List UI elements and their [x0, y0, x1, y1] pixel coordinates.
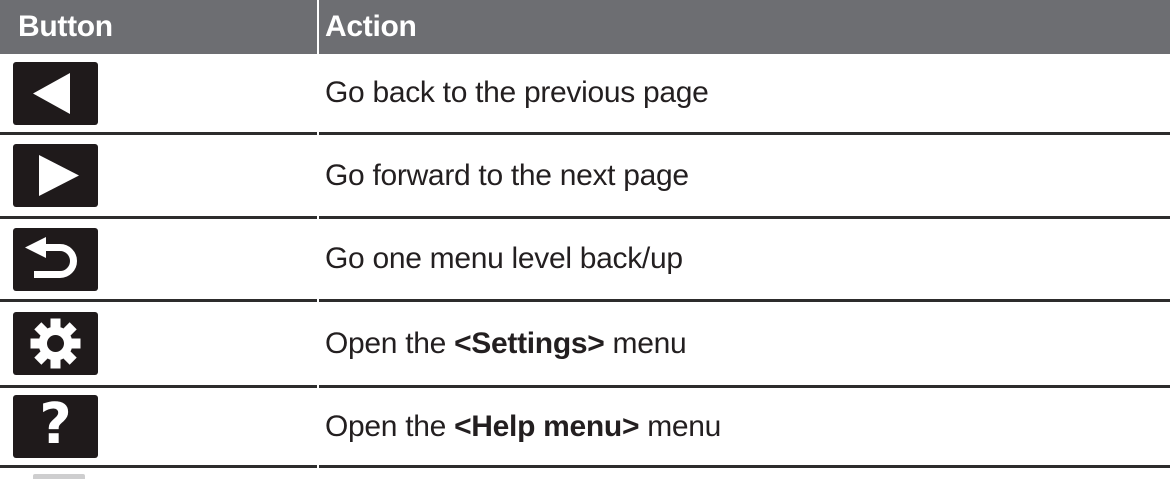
action-text: Go forward to the next page: [325, 158, 689, 192]
back-button-tile: [13, 61, 98, 125]
table-row: Open the <Settings> menu: [0, 302, 1170, 388]
settings-button-tile: [13, 312, 98, 375]
column-gap: [317, 219, 319, 302]
menu-back-button-tile: [13, 227, 98, 291]
help-icon: ?: [39, 391, 72, 457]
settings-icon: [30, 318, 81, 369]
cutoff-next-icon: [33, 474, 85, 479]
table-header-row: Button Action: [0, 0, 1170, 54]
header-label-button: Button: [18, 10, 113, 43]
table-row: Go forward to the next page: [0, 135, 1170, 219]
button-cell: [0, 135, 317, 219]
button-cell: [0, 302, 317, 388]
table-row: Go one menu level back/up: [0, 219, 1170, 302]
header-cell-button: Button: [0, 0, 317, 54]
column-gap: [317, 135, 319, 219]
table-row: Go back to the previous page: [0, 54, 1170, 135]
menu-back-icon: [25, 236, 77, 278]
column-gap: [317, 0, 319, 54]
button-cell: [0, 54, 317, 135]
header-label-action: Action: [325, 10, 417, 43]
action-text: Open the <Settings> menu: [325, 326, 687, 360]
action-cell: Open the <Settings> menu: [319, 302, 1170, 388]
forward-button-tile: [13, 144, 98, 207]
action-text: Go one menu level back/up: [325, 242, 683, 275]
column-gap: [317, 302, 319, 388]
column-gap: [317, 54, 319, 135]
action-text: Open the <Help menu> menu: [325, 409, 722, 443]
action-cell: Go back to the previous page: [319, 54, 1170, 135]
forward-icon: [39, 155, 79, 196]
action-cell: Open the <Help menu> menu: [319, 388, 1170, 468]
table-row: ? Open the <Help menu> menu: [0, 388, 1170, 468]
header-cell-action: Action: [319, 0, 1170, 54]
back-icon: [33, 72, 70, 114]
button-cell: [0, 219, 317, 302]
help-button-tile: ?: [13, 395, 98, 458]
column-gap: [317, 388, 319, 468]
action-cell: Go forward to the next page: [319, 135, 1170, 219]
action-cell: Go one menu level back/up: [319, 219, 1170, 302]
button-cell: ?: [0, 388, 317, 468]
action-text: Go back to the previous page: [325, 76, 709, 109]
